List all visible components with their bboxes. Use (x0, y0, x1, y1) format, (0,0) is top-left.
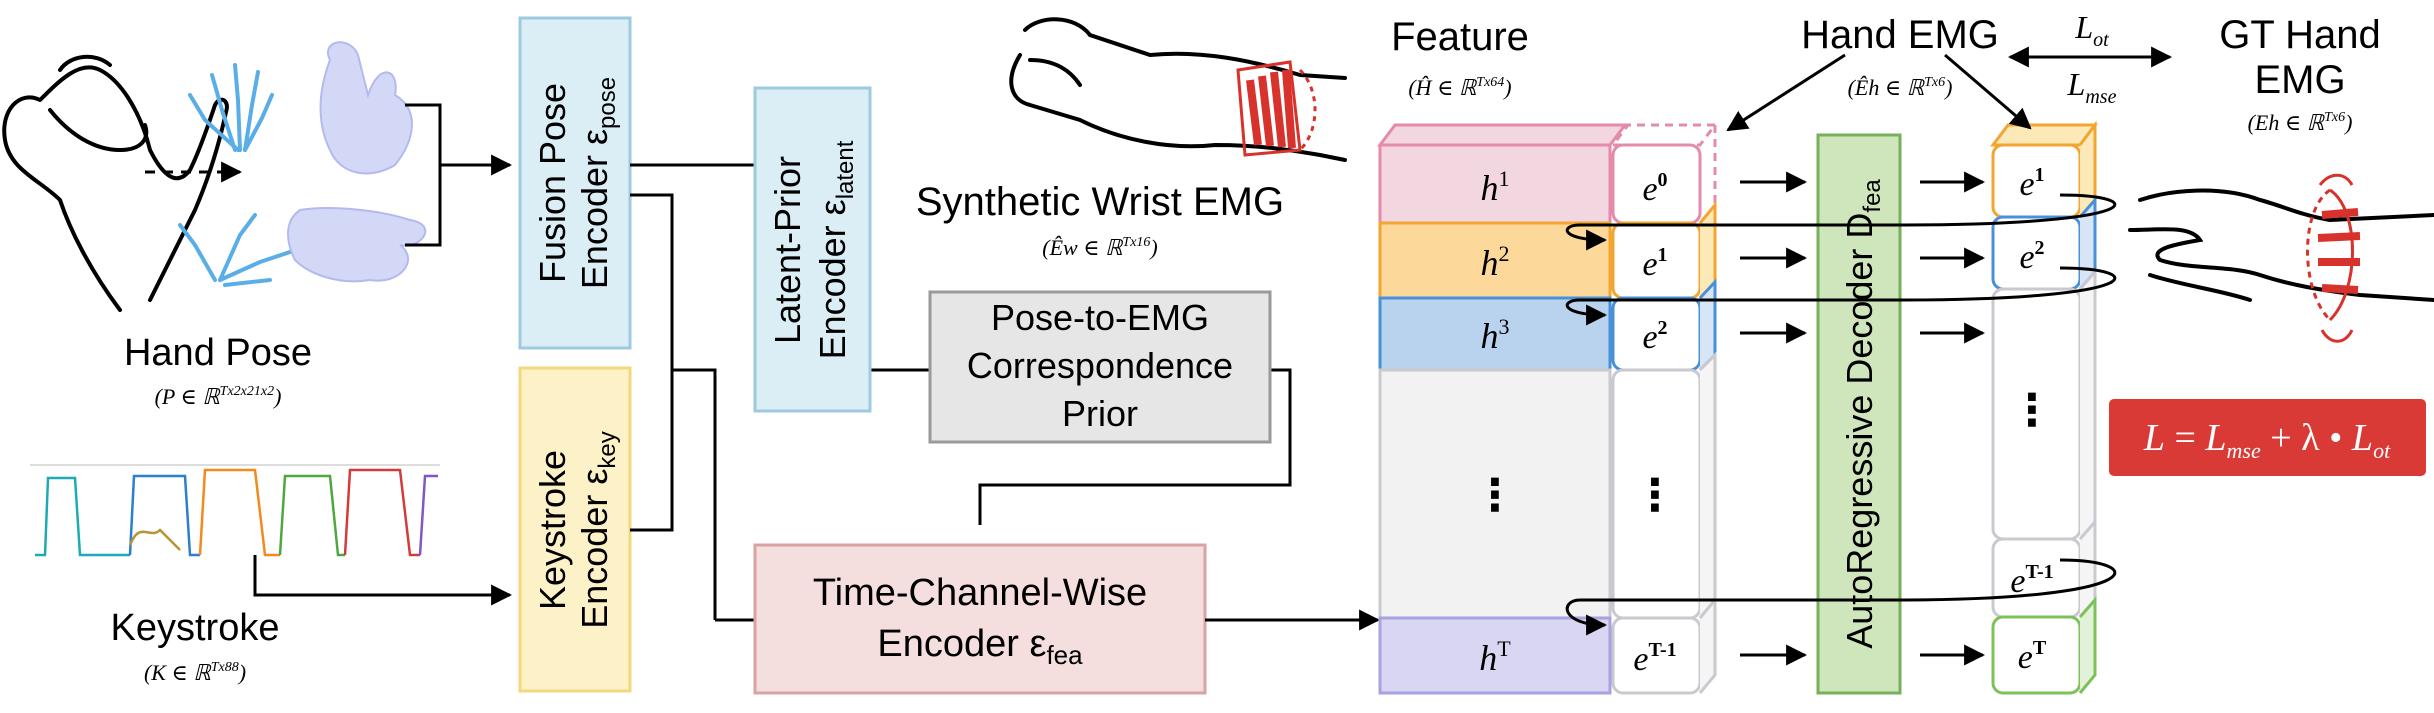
synthetic-emg-notation: (Êw ∈ ℝTx16) (1042, 235, 1157, 260)
prior-line2: Correspondence (967, 345, 1233, 386)
gt-hand-illustration (2128, 188, 2434, 302)
keystroke-signal-plot (30, 464, 440, 557)
gt-emg-band-icon (2306, 173, 2361, 343)
out-eT-label: eT (2018, 637, 2047, 676)
lot-label: Lot (2074, 9, 2109, 51)
hand-skeleton-icon (178, 63, 292, 287)
out-dots: ⋮ (2010, 386, 2054, 435)
tcw-line1: Time-Channel-Wise (813, 572, 1147, 614)
decoder-label: AutoRegressive Decoder Dfea (1839, 179, 1886, 649)
feature-label: Feature (1391, 15, 1529, 59)
hand-pose-notation: (P ∈ ℝTx2x21x2) (155, 384, 282, 409)
h2-label: h2 (1481, 241, 1510, 283)
out-eT1-label: eT-1 (2010, 561, 2053, 600)
e-dots: ⋮ (1633, 471, 1677, 520)
synthetic-emg-label: Synthetic Wrist EMG (916, 180, 1284, 224)
hand-emg-label: Hand EMG (1801, 13, 1999, 57)
gt-notation: (Eh ∈ ℝTx6) (2248, 110, 2353, 135)
e0-label: e0 (1642, 169, 1667, 208)
decoder-to-output-arrows (1920, 171, 1986, 666)
wrist-emg-band-icon (1236, 60, 1317, 157)
lmse-label: Lmse (2067, 66, 2117, 108)
correspondence-prior-box (928, 290, 1272, 444)
prior-line3: Prior (1062, 393, 1138, 434)
time-channel-encoder-box (753, 543, 1207, 695)
gt-hand-emg-line1: GT Hand (2219, 13, 2381, 57)
keystroke-encoder-line2: Encoder εkey (574, 431, 621, 629)
prior-line1: Pose-to-EMG (991, 297, 1209, 338)
feature-notation: (Ĥ ∈ ℝTx64) (1408, 75, 1511, 100)
fusion-pose-encoder-box (518, 16, 632, 350)
latent-encoder-line1: Latent-Prior (767, 156, 808, 344)
out-e2-label: e2 (2019, 237, 2044, 276)
gt-hand-emg-line2: EMG (2254, 58, 2345, 102)
e1-label: e1 (1642, 244, 1667, 283)
hand-pose-label: Hand Pose (124, 332, 312, 374)
keystroke-encoder-line1: Keystroke (532, 450, 573, 610)
hand-emg-notation: (Êh ∈ ℝTx6) (1848, 75, 1953, 100)
feedback-loops (1565, 193, 2117, 636)
latent-encoder-line2: Encoder εlatent (812, 140, 859, 359)
keystroke-label: Keystroke (111, 607, 280, 649)
feature-to-decoder-arrows (1740, 171, 1808, 666)
hand-mesh-icon (287, 41, 427, 283)
latent-prior-encoder-box (753, 86, 872, 413)
keystroke-notation: (K ∈ ℝTx88) (144, 660, 246, 685)
eT1-label: eT-1 (1633, 639, 1676, 678)
tcw-line2: Encoder εfea (877, 623, 1083, 670)
fusion-encoder-line1: Fusion Pose (532, 83, 573, 283)
fusion-encoder-line2: Encoder εpose (574, 77, 621, 289)
pose-bracket (405, 103, 442, 247)
hand-pose-illustration (2, 54, 229, 312)
h1-label: h1 (1481, 166, 1510, 208)
keystroke-to-encoder-arrow (253, 555, 513, 606)
hT-label: hT (1479, 636, 1511, 678)
h3-label: h3 (1481, 314, 1510, 356)
feature-dots: ⋮ (1473, 471, 1517, 520)
loss-formula-text: L = Lmse + λ • Lot (2143, 417, 2391, 463)
hand-emg-pointer-left (1726, 53, 1846, 132)
e2-label: e2 (1642, 317, 1667, 356)
feature-stack (1377, 123, 1718, 695)
encoder-connectors (630, 163, 1292, 620)
out-e1-label: e1 (2019, 164, 2044, 203)
hand-emg-pointer-right (1944, 53, 2032, 130)
loss-formula-box (2109, 399, 2426, 476)
keystroke-encoder-box (518, 366, 632, 693)
